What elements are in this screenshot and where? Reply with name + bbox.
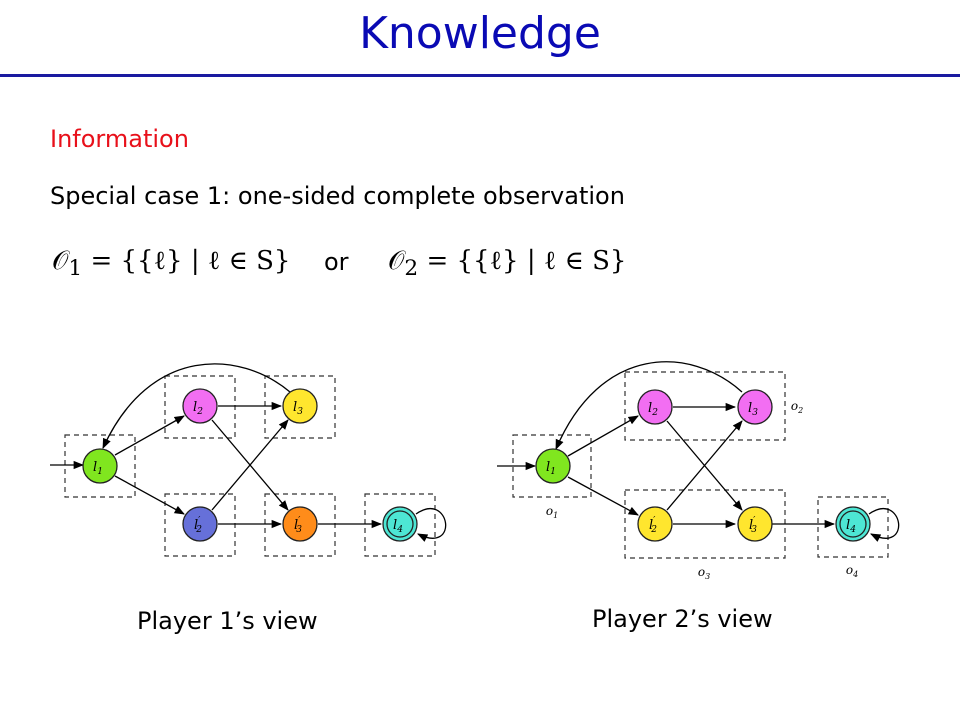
diagram-player1: l1 l2 l3 l′2 l′3 l4: [50, 363, 447, 557]
node-l1: [535, 448, 571, 484]
node-l3: [282, 388, 318, 424]
node-l3-prime: [282, 506, 318, 542]
node-l3: [737, 389, 773, 425]
page-title: Knowledge: [359, 8, 601, 59]
observation-label: o3: [698, 565, 710, 581]
node-l2: [182, 388, 218, 424]
self-loop: [868, 507, 900, 542]
node-label: l2: [648, 401, 658, 418]
node-label: l4: [846, 518, 856, 535]
formula-rhs: = {{ℓ} | ℓ ∈ S}: [426, 246, 627, 276]
title-divider: [0, 74, 960, 77]
observation-label: o4: [846, 563, 858, 579]
observation-box: [164, 493, 236, 557]
self-loop: [415, 507, 447, 542]
formula-player2: 𝒪2 = {{ℓ} | ℓ ∈ S}: [388, 246, 626, 281]
node-l4: [835, 506, 871, 542]
edge: [567, 415, 639, 457]
section-heading: Information: [50, 125, 189, 153]
edge: [114, 475, 185, 515]
node-l1: [82, 448, 118, 484]
node-label: l3: [748, 401, 758, 418]
observation-box: [624, 371, 786, 441]
node-label: l′2: [649, 516, 657, 535]
node-label: l2: [193, 400, 203, 417]
formula-subscript: 1: [68, 256, 83, 282]
back-edge: [555, 361, 743, 450]
node-label: l1: [546, 460, 556, 477]
accepting-ring: [386, 510, 414, 538]
observation-box: [64, 434, 136, 498]
node-l2: [637, 389, 673, 425]
edge: [211, 419, 289, 511]
observation-box: [364, 493, 436, 557]
or-text: or: [324, 248, 349, 276]
edge: [666, 420, 743, 511]
formula-symbol: 𝒪: [388, 246, 405, 276]
node-l2-prime: [637, 506, 673, 542]
observation-box: [264, 493, 336, 557]
node-label: l3: [293, 400, 303, 417]
observation-box: [264, 375, 336, 439]
observation-label: o2: [791, 399, 803, 415]
edge: [567, 476, 639, 516]
caption-player2: Player 2’s view: [592, 605, 773, 633]
node-l2-prime: [182, 506, 218, 542]
observation-box: [512, 434, 592, 498]
node-label: l′2: [194, 516, 202, 535]
accepting-ring: [839, 510, 867, 538]
node-l3-prime: [737, 506, 773, 542]
formula-rhs: = {{ℓ} | ℓ ∈ S}: [90, 246, 291, 276]
observation-box: [164, 375, 236, 439]
diagram-player2: l1 l2 l3 l′2 l′3 l4 o1 o2 o3 o4: [497, 361, 900, 581]
back-edge: [102, 363, 291, 449]
section-subtitle: Special case 1: one-sided complete obser…: [50, 182, 625, 210]
node-l4: [382, 506, 418, 542]
node-label: l′3: [749, 516, 757, 535]
node-label: l4: [393, 518, 403, 535]
formula-player1: 𝒪1 = {{ℓ} | ℓ ∈ S}: [52, 246, 290, 281]
observation-label: o1: [546, 504, 558, 520]
node-label: l′3: [294, 516, 302, 535]
node-label: l1: [93, 460, 103, 477]
formula-symbol: 𝒪: [52, 246, 69, 276]
observation-box: [817, 496, 889, 558]
formula-subscript: 2: [404, 256, 419, 282]
caption-player1: Player 1’s view: [137, 607, 318, 635]
edge: [114, 415, 185, 456]
